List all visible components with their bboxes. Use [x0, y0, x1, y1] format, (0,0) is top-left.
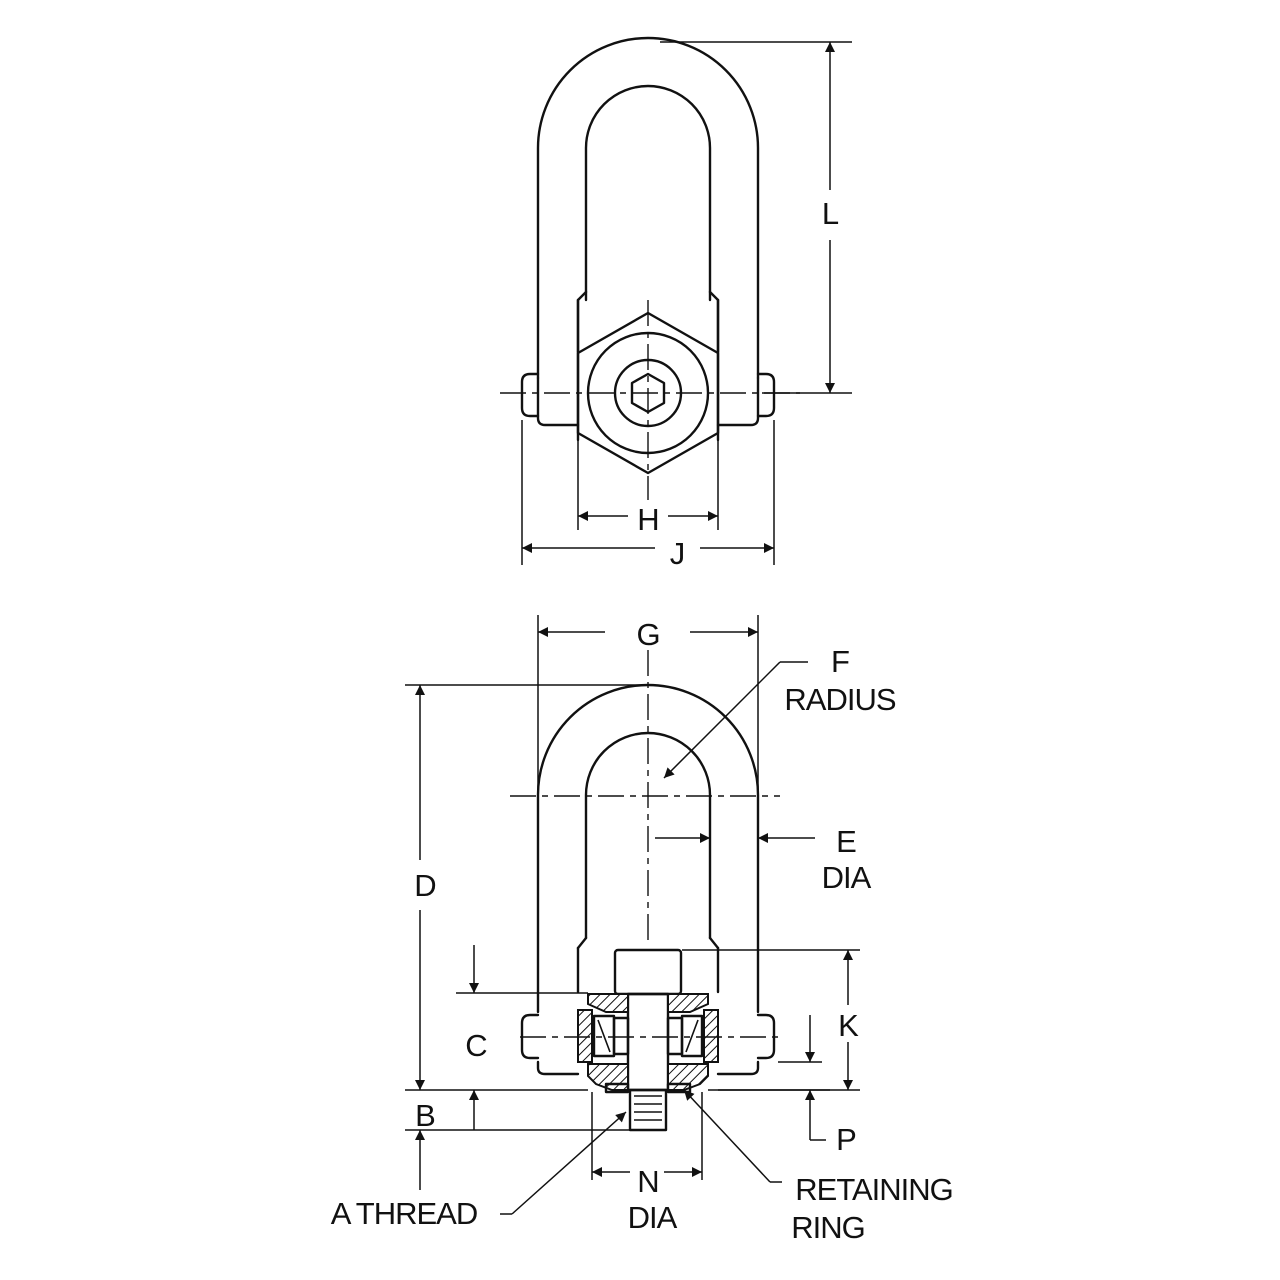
label-H: H	[637, 502, 658, 537]
dimension-P: P	[708, 1089, 857, 1157]
side-view: G F RADIUS D E DIA C	[331, 615, 954, 1245]
label-B: B	[415, 1098, 435, 1133]
label-E: E	[836, 824, 856, 859]
socket-bolt	[613, 948, 683, 1132]
dimension-L: L	[660, 41, 852, 394]
label-G: G	[636, 617, 659, 652]
label-radius: RADIUS	[784, 682, 895, 717]
top-axle-pin-right	[756, 372, 776, 418]
dimension-D: D	[405, 684, 648, 1091]
dimension-F-radius: F RADIUS	[663, 644, 897, 779]
dimension-H: H	[577, 440, 719, 537]
top-axle-pin-left	[520, 372, 540, 418]
bushing-section	[577, 993, 719, 1094]
callout-a-thread: A THREAD	[331, 1111, 627, 1231]
top-centerlines	[500, 300, 800, 500]
top-view: L H J	[500, 36, 852, 571]
callout-retaining-ring: RETAINING RING	[683, 1089, 954, 1245]
label-D: D	[414, 868, 435, 903]
label-C: C	[465, 1028, 487, 1063]
dimension-C: C	[456, 945, 588, 1063]
label-a-thread: A THREAD	[331, 1196, 477, 1231]
label-F: F	[831, 644, 849, 679]
dimension-E-dia: E DIA	[655, 824, 873, 895]
dimension-N-dia: N DIA	[591, 1092, 703, 1235]
dimension-pin-offset	[778, 1015, 822, 1063]
label-L: L	[822, 196, 839, 231]
label-retaining: RETAINING	[795, 1172, 953, 1207]
label-N: N	[637, 1164, 658, 1199]
dimension-B: B	[405, 1090, 630, 1190]
side-centerlines	[510, 650, 780, 1038]
label-ring: RING	[791, 1210, 865, 1245]
label-e-dia: DIA	[822, 860, 872, 895]
dimension-G: G	[537, 615, 759, 790]
label-n-dia: DIA	[628, 1200, 678, 1235]
label-P: P	[836, 1122, 856, 1157]
label-K: K	[838, 1008, 859, 1043]
label-J: J	[670, 536, 685, 571]
dimension-J: J	[521, 420, 775, 571]
